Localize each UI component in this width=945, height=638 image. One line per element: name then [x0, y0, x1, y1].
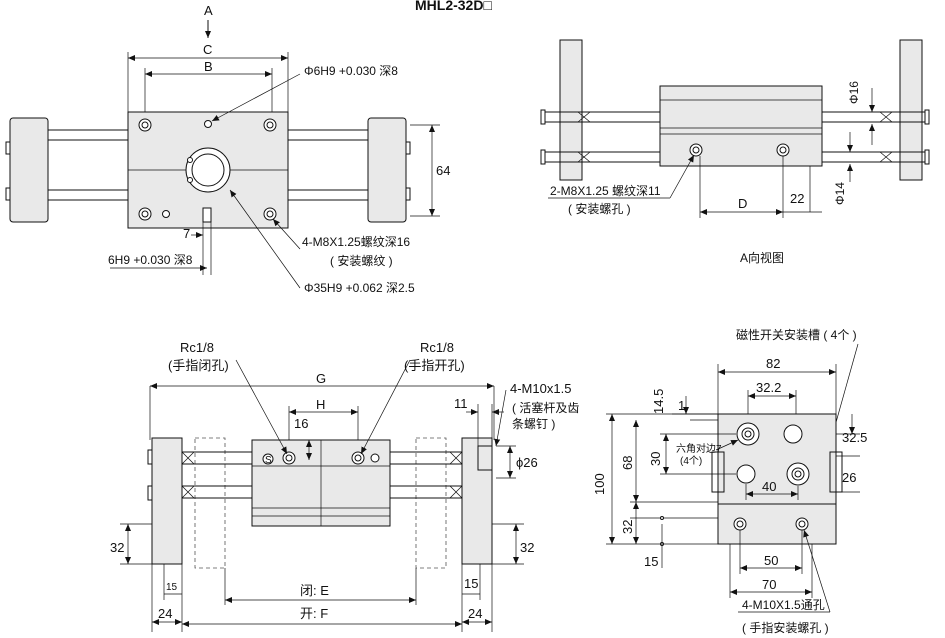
dim-b: B	[204, 59, 213, 74]
dim-g: G	[316, 371, 326, 386]
rc-right-label: Rc1/8	[420, 340, 454, 355]
dim-1: 1	[678, 398, 685, 413]
note-switch-slot: 磁性开关安装槽 ( 4个 )	[736, 327, 857, 342]
dim-70: 70	[762, 577, 776, 592]
dim-e: 闭: E	[300, 583, 329, 598]
note-a-view-m8-sub: ( 安装螺孔 )	[568, 201, 631, 216]
top-view: A C B	[5, 3, 450, 295]
dim-phi26: ϕ26	[516, 455, 538, 470]
note-phi6: Φ6H9 +0.030 深8	[304, 64, 398, 78]
dim-c: C	[203, 42, 212, 57]
rc-right-sub: (手指开孔)	[404, 358, 465, 373]
dim-64: 64	[436, 163, 450, 178]
dim-d: D	[738, 196, 747, 211]
dim-32-right: 32	[520, 540, 534, 555]
rc-left-label: Rc1/8	[180, 340, 214, 355]
note-m10-finger: 4-M10X1.5通孔	[742, 598, 825, 612]
dim-7: 7	[183, 226, 190, 241]
note-m10-rod: 4-M10x1.5	[510, 381, 571, 396]
drawing-title: MHL2-32D□	[415, 0, 492, 13]
note-hex: 六角对边7	[676, 442, 722, 455]
dim-24-left: 24	[158, 606, 172, 621]
dim-14-5: 14.5	[651, 389, 666, 414]
dim-40: 40	[762, 479, 776, 494]
note-m10-finger-sub: ( 手指安装螺孔 )	[742, 620, 829, 635]
dim-32-5: 32.5	[842, 430, 867, 445]
note-hex-sub: (4个)	[680, 455, 702, 467]
a-view: D 22 Φ16 Φ14 2-M8X1.25 螺纹深11 ( 安装螺孔 ) A向…	[540, 39, 930, 265]
dim-22: 22	[790, 191, 804, 206]
dim-11: 11	[454, 396, 468, 411]
dim-68: 68	[620, 456, 635, 470]
dim-15-right: 15	[464, 576, 478, 591]
dim-82: 82	[766, 356, 780, 371]
view-arrow-label: A	[204, 3, 213, 18]
rc-left-sub: (手指闭孔)	[168, 358, 229, 373]
note-m8-thread-sub: ( 安装螺纹 )	[330, 253, 393, 268]
dim-32-left: 32	[110, 540, 124, 555]
mark-s: S	[265, 455, 272, 466]
note-phi35: Φ35H9 +0.062 深2.5	[304, 281, 415, 295]
a-view-caption: A向视图	[740, 250, 784, 265]
note-6h9: 6H9 +0.030 深8	[108, 253, 193, 267]
dim-f: 开: F	[300, 606, 328, 621]
note-a-view-m8: 2-M8X1.25 螺纹深11	[550, 184, 661, 198]
note-m10-rod-sub2: 条螺钉 )	[512, 417, 555, 431]
note-m10-rod-sub1: ( 活塞杆及齿	[512, 400, 579, 415]
dim-phi14: Φ14	[833, 182, 847, 205]
dim-32-2: 32.2	[756, 380, 781, 395]
dim-32-lower: 32	[620, 520, 635, 534]
dim-h: H	[316, 397, 325, 412]
dim-50: 50	[764, 553, 778, 568]
dim-24-right: 24	[468, 606, 482, 621]
dim-30: 30	[648, 452, 663, 466]
dim-15-left: 15	[166, 582, 178, 593]
dim-26: 26	[842, 470, 856, 485]
dim-15-side: 15	[644, 554, 658, 569]
note-m8-thread: 4-M8X1.25螺纹深16	[302, 235, 410, 249]
front-view: G H S 16 Rc1/8	[110, 340, 579, 632]
dim-16: 16	[294, 416, 308, 431]
side-view: 磁性开关安装槽 ( 4个 ) 82 32.2 14.5 1	[592, 327, 867, 635]
dim-phi16: Φ16	[847, 81, 861, 104]
dim-100: 100	[592, 473, 607, 495]
